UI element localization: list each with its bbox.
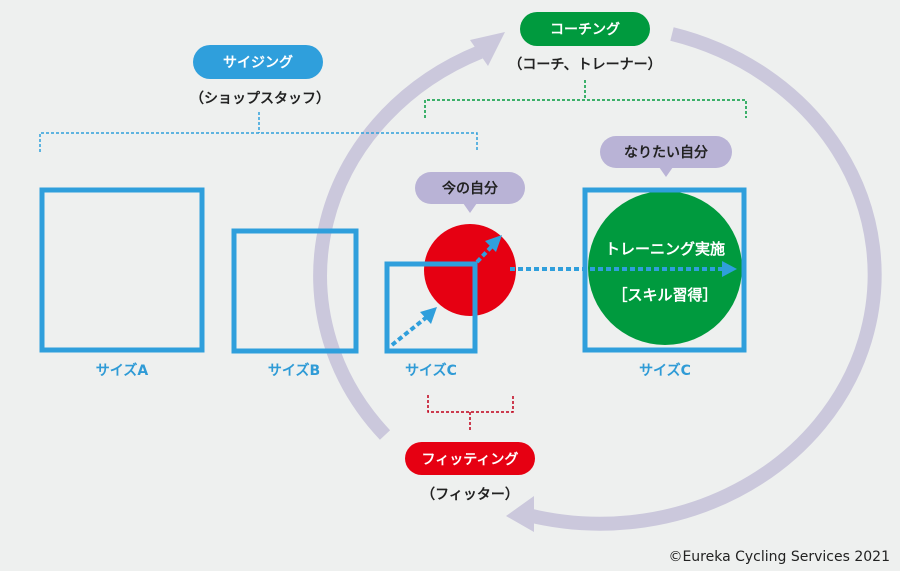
coaching-bracket <box>424 80 747 118</box>
coaching-label: コーチング <box>550 22 620 38</box>
size-a-label: サイズA <box>95 363 149 379</box>
fitting-sub: （フィッター） <box>421 487 519 503</box>
current-self-circle <box>424 224 516 316</box>
sizing-bracket <box>39 112 478 152</box>
copyright: ©Eureka Cycling Services 2021 <box>668 549 890 565</box>
cycle-arrow-right <box>526 27 882 531</box>
current-self-bubble: 今の自分 <box>415 172 525 213</box>
arrowheads <box>420 235 737 324</box>
coaching-sub: （コーチ、トレーナー） <box>508 57 662 73</box>
ideal-self-bubble: なりたい自分 <box>600 136 732 177</box>
size-b-label: サイズB <box>267 363 321 379</box>
cycle-arrow-left <box>313 45 483 440</box>
fitting-pill: フィッティング <box>405 442 535 475</box>
cycle-arrows <box>313 27 882 531</box>
size-c-ideal-label: サイズC <box>639 363 691 379</box>
training-line2: ［スキル習得］ <box>612 286 718 304</box>
current-self-label: 今の自分 <box>442 181 498 197</box>
size-c-square-current <box>384 261 478 354</box>
sizing-label: サイジング <box>223 55 293 71</box>
ideal-self-label: なりたい自分 <box>624 145 708 161</box>
arrowhead-top <box>470 32 505 66</box>
arrowhead-bottom <box>506 496 534 532</box>
size-c-current-label: サイズC <box>405 363 457 379</box>
size-b-square <box>231 228 359 354</box>
sizing-sub: （ショップスタッフ） <box>190 91 330 107</box>
fitting-bracket <box>427 395 514 432</box>
size-a-square <box>39 187 205 353</box>
training-line1: トレーニング実施 <box>604 240 725 258</box>
sizing-pill: サイジング <box>193 45 323 79</box>
fitting-label: フィッティング <box>421 451 519 468</box>
coaching-pill: コーチング <box>520 12 650 46</box>
